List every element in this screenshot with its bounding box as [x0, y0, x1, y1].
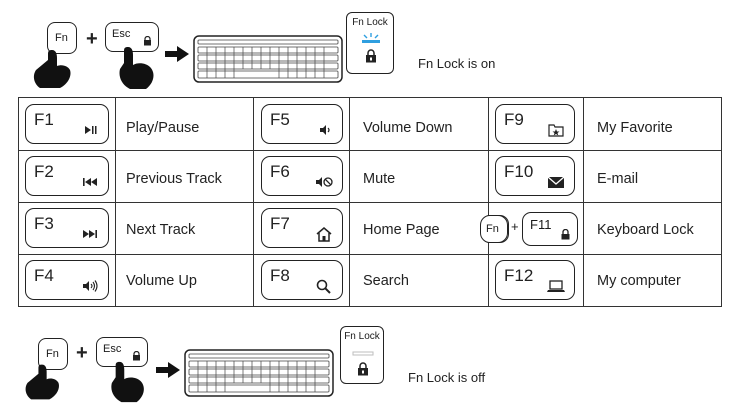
key-label: F9	[504, 110, 524, 129]
lock-icon	[133, 351, 140, 361]
lock-icon	[358, 362, 368, 376]
fn-key-top: Fn	[47, 22, 77, 54]
f6-key: F6	[261, 156, 343, 196]
plus-sign: +	[86, 28, 98, 50]
f6-description: Mute	[363, 171, 396, 187]
key-label: F12	[504, 266, 534, 285]
f10-description: E-mail	[597, 171, 639, 187]
key-label: F10	[504, 162, 534, 181]
f2-description: Previous Track	[126, 171, 222, 187]
f8-description: Search	[363, 273, 409, 289]
fn-lock-indicator-off: Fn Lock	[340, 326, 384, 384]
f12-description: My computer	[597, 273, 681, 289]
f10-key: F10	[495, 156, 575, 196]
key-label: F2	[34, 162, 54, 181]
home-icon	[316, 227, 332, 242]
f7-description: Home Page	[363, 222, 440, 238]
esc-key-label: Esc	[103, 343, 122, 355]
fn-lock-title: Fn Lock	[344, 331, 380, 342]
previous-track-icon	[83, 178, 97, 186]
favorite-folder-icon	[548, 124, 564, 137]
computer-icon	[547, 280, 565, 292]
search-icon	[316, 279, 331, 294]
lock-icon	[366, 49, 376, 63]
f5-key: F5	[261, 104, 343, 144]
function-key-table: F1 Play/Pause F5 Volume Down F9 My Favor…	[18, 97, 722, 307]
f3-key: F3	[25, 208, 109, 248]
fn-key-label: Fn	[486, 223, 499, 235]
indicator-light-off-icon	[352, 351, 374, 356]
key-label: F5	[270, 110, 290, 129]
f3-description: Next Track	[126, 222, 196, 238]
next-track-icon	[83, 230, 97, 238]
key-label: F7	[270, 214, 290, 233]
arrow-right-icon	[165, 46, 189, 62]
f9-description: My Favorite	[597, 120, 673, 136]
key-label: F6	[270, 162, 290, 181]
f4-description: Volume Up	[126, 273, 197, 289]
indicator-light-on-icon	[362, 33, 380, 43]
fn-lock-status-text: Fn Lock is on	[418, 56, 496, 71]
f7-key: F7	[261, 208, 343, 248]
lock-icon	[561, 229, 570, 240]
key-label: F8	[270, 266, 290, 285]
play-pause-icon	[85, 126, 97, 134]
volume-up-icon	[83, 280, 98, 292]
key-label: F11	[530, 217, 552, 232]
fn-key-label: Fn	[46, 348, 59, 360]
pointing-hand-icon	[25, 364, 59, 400]
esc-key-bottom: Esc	[96, 337, 148, 367]
email-icon	[547, 176, 565, 188]
plus-sign: +	[511, 219, 519, 234]
volume-down-icon	[320, 125, 330, 135]
f12-key: F12	[495, 260, 575, 300]
lock-icon	[144, 36, 151, 46]
mute-icon	[316, 177, 333, 187]
arrow-right-icon	[156, 362, 180, 378]
fn-lock-title: Fn Lock	[352, 17, 388, 28]
f1-description: Play/Pause	[126, 120, 200, 136]
fn-lock-indicator-on: Fn Lock	[346, 12, 394, 74]
key-label: F4	[34, 266, 54, 285]
key-label: F1	[34, 110, 54, 129]
key-label: F3	[34, 214, 54, 233]
keyboard-icon	[184, 349, 334, 397]
f4-key: F4	[25, 260, 109, 300]
pointing-hand-icon	[111, 361, 144, 403]
fn-key-label: Fn	[55, 32, 68, 44]
f11-description: Keyboard Lock	[597, 222, 694, 238]
fn-f11-combo: Fn + F11	[478, 208, 579, 248]
f2-key: F2	[25, 156, 109, 196]
fn-key-bottom: Fn	[38, 338, 68, 370]
keyboard-icon	[193, 35, 343, 83]
pointing-hand-icon	[119, 47, 154, 89]
f11-key: F11	[522, 212, 578, 246]
fn-key-small: Fn	[480, 215, 508, 243]
f5-description: Volume Down	[363, 120, 453, 136]
fn-lock-status-text: Fn Lock is off	[408, 370, 486, 385]
pointing-hand-icon	[33, 50, 71, 88]
f9-key: F9	[495, 104, 575, 144]
f1-key: F1	[25, 104, 109, 144]
f8-key: F8	[261, 260, 343, 300]
plus-sign: +	[76, 342, 88, 364]
esc-key-label: Esc	[112, 28, 131, 40]
